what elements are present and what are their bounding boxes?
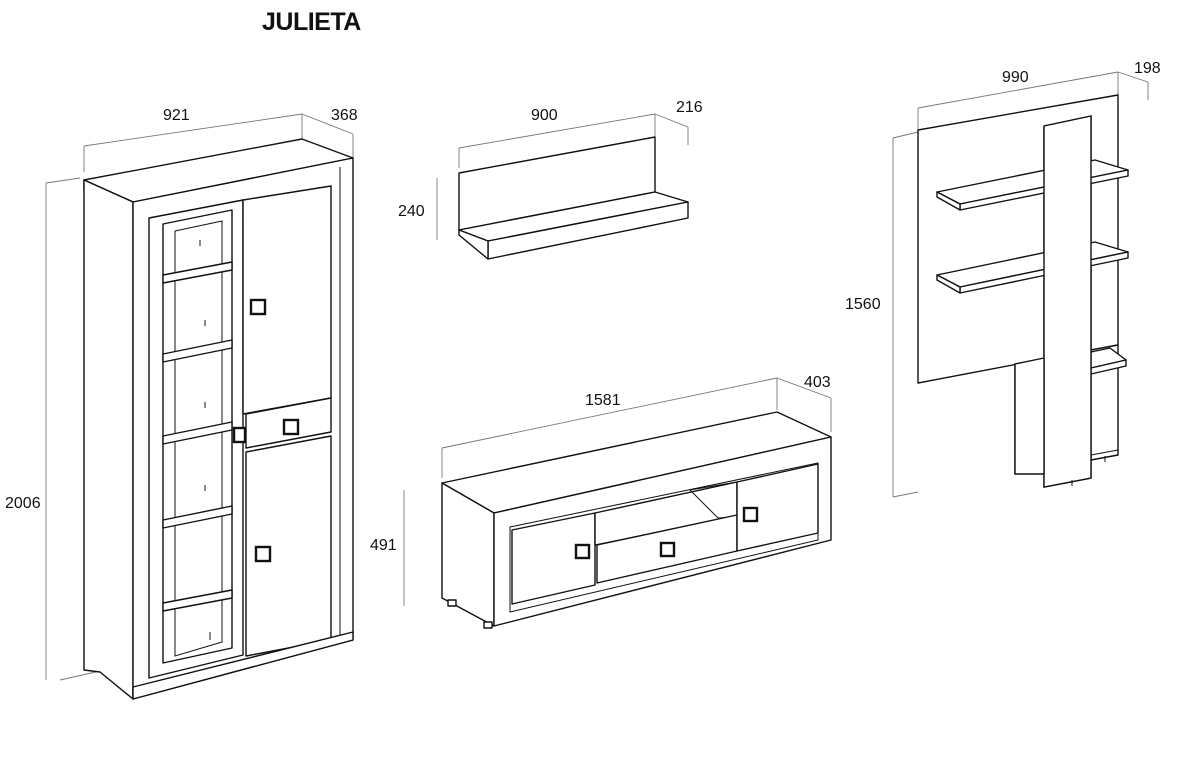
panel-width-label: 990: [1002, 69, 1029, 86]
tv-drawer-handle-icon[interactable]: [659, 541, 676, 558]
tv-unit-height-label: 491: [370, 537, 397, 554]
tv-unit-drawing: [403, 377, 832, 629]
tv-left-door-handle-icon[interactable]: [574, 543, 591, 560]
panel-depth-label: 198: [1134, 60, 1161, 77]
shelf-width-label: 900: [531, 107, 558, 124]
cabinet-drawing: [45, 113, 354, 700]
shelf-height-label: 240: [398, 203, 425, 220]
tv-right-door-handle-icon[interactable]: [742, 506, 759, 523]
tv-unit-depth-label: 403: [804, 374, 831, 391]
panel-height-label: 1560: [845, 296, 881, 313]
cabinet-depth-label: 368: [331, 107, 358, 124]
cabinet-width-label: 921: [163, 107, 190, 124]
tv-unit-width-label: 1581: [585, 392, 621, 409]
shelf-dimension-lines: [436, 113, 689, 240]
glass-door-handle-icon[interactable]: [232, 426, 247, 444]
cabinet-dimension-lines: [45, 113, 354, 681]
lower-door-handle-icon[interactable]: [254, 545, 272, 563]
cabinet-height-label: 2006: [5, 495, 41, 512]
upper-door-handle-icon[interactable]: [249, 298, 267, 316]
panel-dimension-lines: [892, 71, 1149, 498]
shelf-depth-label: 216: [676, 99, 703, 116]
panel-drawing: [892, 71, 1149, 498]
page-title: JULIETA: [262, 8, 361, 36]
tv-unit-dimension-lines: [403, 377, 832, 606]
shelf-drawing: [436, 113, 689, 260]
drawer-handle-icon[interactable]: [282, 418, 300, 436]
